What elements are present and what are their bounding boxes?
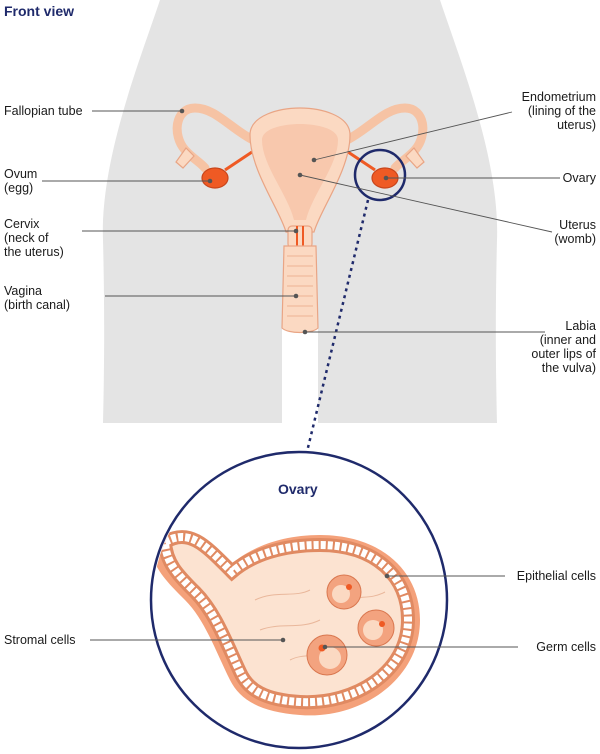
zoom-connector xyxy=(303,199,370,461)
label-uterus: Uterus (womb) xyxy=(554,218,596,246)
label-ovum: Ovum (egg) xyxy=(4,167,38,195)
label-labia: Labia (inner and outer lips of the vulva… xyxy=(531,319,596,375)
zoom-circle xyxy=(353,148,407,202)
label-fallopian-tube: Fallopian tube xyxy=(4,104,83,118)
label-germ-cells: Germ cells xyxy=(536,640,596,654)
left-ovary xyxy=(201,167,229,189)
leader-lines xyxy=(42,110,560,648)
ovary-inset xyxy=(153,530,420,716)
label-cervix: Cervix (neck of the uterus) xyxy=(4,217,64,259)
vagina-shape xyxy=(281,245,319,334)
inset-title: Ovary xyxy=(278,481,318,497)
label-ovary: Ovary xyxy=(562,171,596,185)
label-vagina: Vagina (birth canal) xyxy=(4,284,70,312)
label-stromal-cells: Stromal cells xyxy=(4,633,76,647)
label-epithelial-cells: Epithelial cells xyxy=(516,569,596,583)
label-endometrium: Endometrium (lining of the uterus) xyxy=(521,90,596,132)
diagram-title: Front view xyxy=(4,3,75,19)
leader-dots xyxy=(179,108,390,650)
